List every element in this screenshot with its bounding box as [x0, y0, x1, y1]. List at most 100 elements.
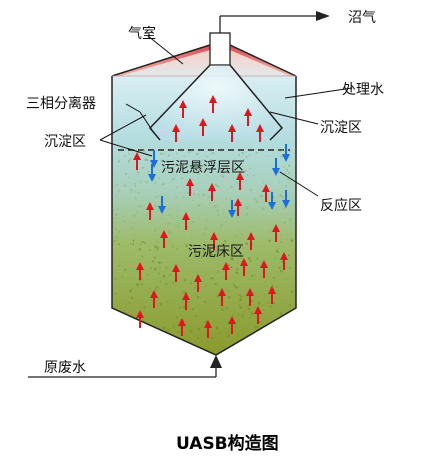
sludge-particle: [260, 276, 262, 278]
sludge-particle: [114, 278, 117, 280]
sludge-particle: [176, 210, 179, 212]
reaction-zone-label: 反应区: [320, 197, 362, 214]
sludge-particle: [257, 326, 259, 328]
sludge-particle: [125, 228, 128, 231]
sludge-particle: [278, 181, 281, 183]
sludge-particle: [155, 321, 157, 324]
sludge-particle: [249, 167, 251, 170]
sludge-particle: [272, 196, 275, 198]
sludge-particle: [262, 232, 264, 235]
sludge-particle: [177, 331, 180, 333]
sludge-particle: [249, 259, 252, 262]
sludge-particle: [238, 229, 241, 232]
sludge-particle: [175, 316, 179, 319]
sludge-particle: [204, 227, 208, 230]
sludge-particle: [270, 190, 273, 192]
up-arrow-icon: [194, 274, 202, 292]
up-arrow-icon: [182, 292, 190, 310]
sludge-particle: [162, 261, 164, 263]
sludge-particle: [114, 217, 117, 220]
sludge-particle: [262, 309, 265, 311]
sludge-particle: [196, 337, 200, 340]
sludge-particle: [183, 196, 185, 199]
downflow-arrows: [148, 144, 290, 218]
sludge-particle: [231, 243, 235, 247]
reactor-body: [111, 44, 297, 356]
up-arrow-icon: [172, 124, 180, 142]
sludge-particle: [113, 240, 116, 243]
sludge-particle: [238, 154, 241, 157]
sludge-particle: [161, 183, 165, 186]
sludge-particle: [140, 277, 143, 280]
sludge-particle: [238, 304, 241, 306]
up-arrow-icon: [218, 288, 226, 306]
sludge-particle: [213, 204, 217, 208]
sludge-particle: [168, 230, 172, 234]
sludge-particle: [227, 264, 231, 267]
sludge-particle: [146, 160, 149, 162]
sludge-particle: [211, 151, 215, 155]
sludge-particle: [202, 193, 205, 196]
sludge-particle: [176, 248, 178, 250]
sludge-particle: [203, 300, 206, 303]
sludge-particle: [131, 227, 134, 230]
sludge-particle: [134, 191, 136, 193]
sludge-particle: [156, 246, 159, 249]
up-arrow-icon: [272, 224, 280, 242]
sludge-particle: [201, 202, 203, 204]
settling-zone-left-label: 沉淀区: [44, 134, 86, 150]
gas-outlet-pipe: [209, 11, 330, 66]
sludge-particle: [245, 179, 247, 182]
sludge-particle: [277, 171, 280, 174]
sludge-particle: [124, 268, 127, 271]
up-arrow-icon: [228, 124, 236, 142]
sludge-particle: [139, 243, 142, 246]
sludge-particle: [243, 158, 245, 161]
sludge-particle: [136, 283, 140, 287]
sludge-particle: [171, 232, 174, 235]
sludge-particle: [285, 184, 287, 187]
sludge-particle: [155, 195, 158, 198]
sludge-particle: [239, 298, 242, 301]
up-arrow-icon: [146, 202, 154, 220]
sludge-particle: [118, 230, 121, 234]
sludge-particle: [240, 201, 243, 204]
sludge-particle: [247, 256, 251, 260]
sludge-particle: [163, 152, 166, 155]
sludge-particle: [256, 257, 259, 260]
sludge-particle: [280, 155, 283, 158]
sludge-particle: [224, 168, 227, 170]
sludge-particle: [171, 217, 174, 219]
sludge-particle: [254, 325, 258, 329]
sludge-particle: [156, 248, 159, 251]
sludge-particle: [219, 174, 222, 177]
sludge-particle: [230, 266, 233, 269]
sludge-particle: [195, 152, 199, 156]
sludge-particle: [159, 280, 162, 282]
up-arrow-icon: [222, 262, 230, 280]
sludge-particle: [219, 332, 221, 335]
sludge-particle: [276, 250, 279, 254]
sludge-particle: [240, 261, 243, 263]
sludge-particle: [235, 325, 237, 328]
sludge-particle: [175, 152, 178, 155]
up-arrow-icon: [236, 172, 244, 190]
sludge-particle: [131, 315, 133, 317]
sludge-particle: [176, 205, 178, 207]
sludge-particle: [149, 287, 151, 289]
sludge-particle: [115, 195, 118, 198]
sludge-particle: [287, 164, 291, 168]
sludge-particle: [128, 162, 130, 164]
sludge-particle: [210, 159, 213, 161]
sludge-particle: [132, 226, 134, 228]
sludge-particle: [276, 292, 279, 294]
sludge-particle: [165, 266, 168, 269]
sludge-particle: [210, 253, 214, 257]
sludge-particle: [224, 240, 227, 243]
sludge-particle: [240, 295, 243, 298]
sludge-particle: [130, 288, 133, 290]
sludge-particle: [260, 194, 263, 198]
sludge-particle: [158, 195, 160, 197]
sludge-particle: [221, 308, 224, 312]
